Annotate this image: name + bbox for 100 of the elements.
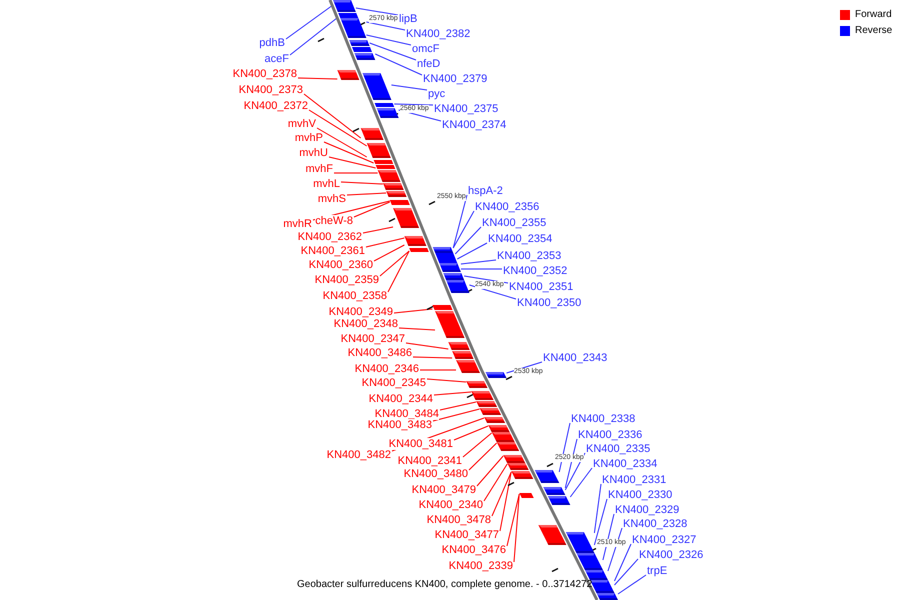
gene-block xyxy=(374,160,394,164)
gene-label: KN400_2353 xyxy=(497,250,562,262)
leader-line xyxy=(452,210,474,248)
leader-line xyxy=(406,342,449,350)
gene-label: hspA-2 xyxy=(468,185,503,197)
leader-line xyxy=(340,182,384,184)
leader-line xyxy=(412,356,453,358)
leader-line xyxy=(614,558,638,586)
gene-block xyxy=(362,73,392,100)
gene-label: mvhS xyxy=(318,193,346,205)
leader-line xyxy=(602,514,614,560)
gene-block xyxy=(390,200,410,205)
gene-block xyxy=(382,183,404,190)
leader-line xyxy=(426,378,467,382)
gene-block xyxy=(435,253,456,258)
leader-line xyxy=(514,494,520,562)
gene-label: KN400_3479 xyxy=(412,484,476,496)
gene-label: KN400_3478 xyxy=(426,514,491,526)
gene-label: KN400_3483 xyxy=(368,419,432,431)
gene-label: KN400_2335 xyxy=(586,443,650,455)
gene-block xyxy=(507,463,529,470)
gene-label: mvhF xyxy=(306,163,333,175)
caption: Geobacter sulfurreducens KN400, complete genome. - 0..3714272 xyxy=(297,579,592,591)
leader-line xyxy=(346,192,387,196)
gene-label: KN400_2361 xyxy=(300,245,365,257)
gene-label: cheW-8 xyxy=(315,215,353,227)
gene-label: KN400_2341 xyxy=(398,455,462,467)
gene-label: KN400_2346 xyxy=(354,363,419,375)
gene-block xyxy=(366,143,391,158)
gene-block xyxy=(476,401,498,407)
leader-line xyxy=(594,484,602,534)
gene-block xyxy=(496,442,520,451)
gene-block xyxy=(471,391,494,400)
gene-block xyxy=(393,208,420,228)
gene-block xyxy=(354,53,376,60)
gene-block xyxy=(566,532,594,553)
gene-label: KN400_2379 xyxy=(423,73,488,85)
leader-line xyxy=(304,94,362,138)
leader-line xyxy=(432,408,480,422)
leader-line xyxy=(316,128,368,158)
gene-label: trpE xyxy=(647,565,668,577)
gene-label: KN400_3481 xyxy=(388,438,453,450)
gene-block xyxy=(409,248,429,252)
gene-block xyxy=(386,191,407,197)
gene-block xyxy=(337,70,360,80)
gene-label: KN400_2354 xyxy=(488,233,552,245)
leader-line xyxy=(355,8,398,16)
gene-block xyxy=(576,553,603,570)
leader-line xyxy=(374,54,422,76)
gene-block xyxy=(486,372,507,378)
gene-label: KN400_2362 xyxy=(298,231,362,243)
gene-label: KN400_2375 xyxy=(434,103,498,115)
gene-block xyxy=(404,236,426,246)
leader-line xyxy=(398,328,436,330)
gene-block xyxy=(484,417,506,423)
leader-line xyxy=(394,104,434,106)
gene-label: KN400_2331 xyxy=(602,474,666,486)
leader-line xyxy=(462,432,492,458)
leader-line xyxy=(362,226,394,234)
leader-line xyxy=(564,438,578,488)
leader-line xyxy=(374,244,405,262)
gene-label: KN400_2358 xyxy=(322,290,387,302)
gene-label: KN400_2349 xyxy=(328,306,393,318)
gene-label: KN400_2374 xyxy=(442,119,506,131)
gene-block xyxy=(596,593,618,600)
gene-label: mvhV xyxy=(288,118,316,130)
gene-label: KN400_2330 xyxy=(608,489,672,501)
leader-line xyxy=(388,250,410,292)
leader-line xyxy=(286,4,334,40)
leader-line xyxy=(614,544,632,582)
leader-line xyxy=(476,456,504,486)
legend-label: Reverse xyxy=(855,25,892,37)
leader-line xyxy=(298,78,338,80)
leader-line xyxy=(366,22,406,30)
gene-label: KN400_2372 xyxy=(244,100,308,112)
gene-block xyxy=(349,40,370,46)
leader-line xyxy=(564,452,586,490)
gene-label: aceF xyxy=(264,53,289,65)
gene-block xyxy=(480,408,502,415)
leader-line xyxy=(390,84,428,90)
gene-label: KN400_2327 xyxy=(632,534,696,546)
gene-block xyxy=(360,128,384,140)
gene-label: KN400_2340 xyxy=(418,499,483,511)
gene-block xyxy=(439,263,461,272)
gene-label: KN400_3482 xyxy=(326,449,391,461)
leader-line xyxy=(334,172,378,174)
leader-line xyxy=(394,308,433,314)
gene-block xyxy=(488,425,510,432)
leader-line xyxy=(454,426,489,440)
leader-line xyxy=(366,238,405,248)
gene-label: KN400_2351 xyxy=(509,281,574,293)
gene-label: KN400_2329 xyxy=(615,504,680,516)
leader-line xyxy=(440,402,477,410)
gene-label: mvhR xyxy=(283,218,312,230)
gene-label: KN400_3480 xyxy=(404,468,468,480)
gene-label: mvhP xyxy=(294,132,323,144)
leader-line xyxy=(468,284,516,300)
gene-label: KN400_2359 xyxy=(314,274,379,286)
leader-line xyxy=(328,156,376,168)
leader-line xyxy=(618,574,646,594)
